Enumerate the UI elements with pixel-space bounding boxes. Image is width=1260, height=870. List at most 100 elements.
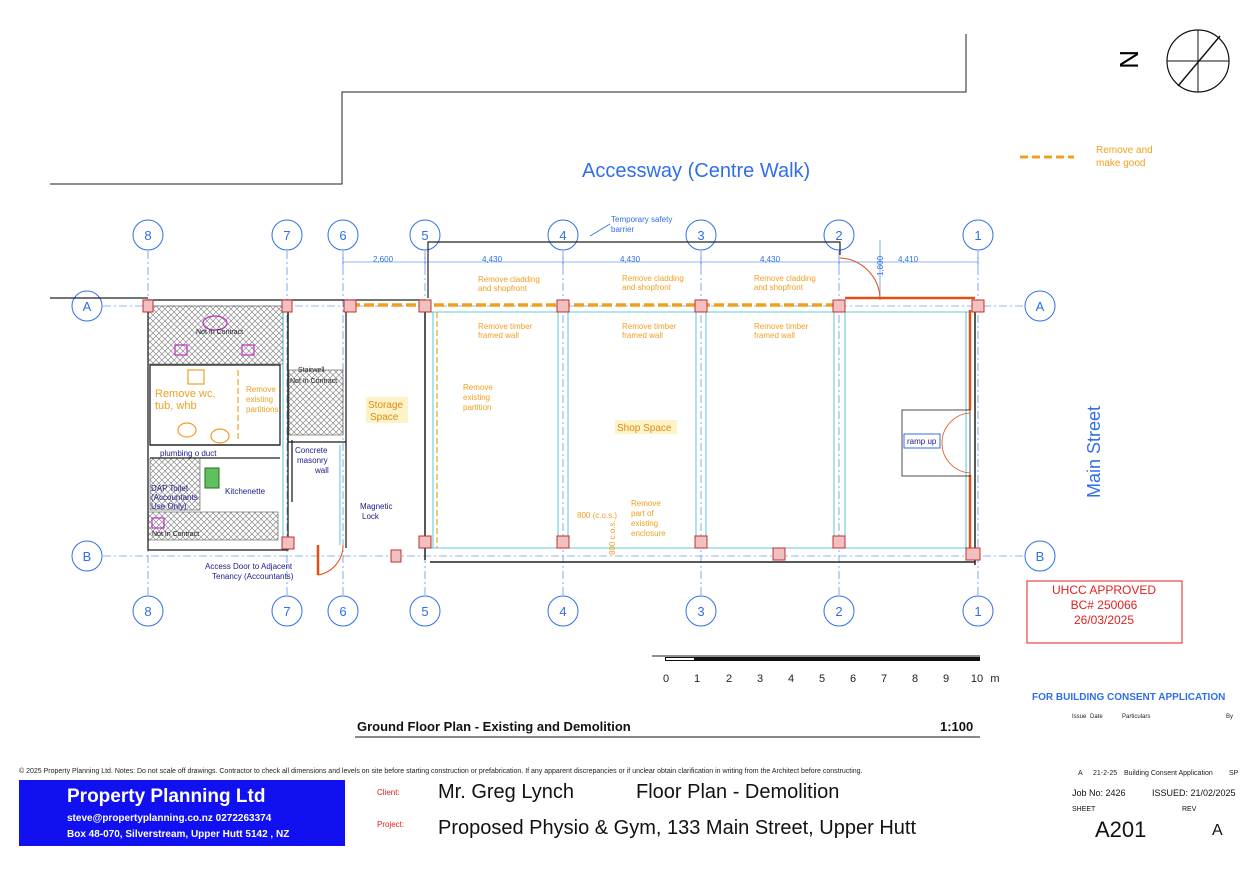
fixtures-demolish: [177, 312, 438, 548]
drawing-annotation: and shopfront: [478, 284, 528, 293]
drawing-annotation: Stairwell: [298, 367, 325, 374]
drawing-annotation: barrier: [611, 225, 634, 234]
drawing-annotation: Tenancy (Accountants): [212, 572, 294, 581]
grid-bubbles-bottom: 8 7 6 5 4 3 2 1: [132, 595, 994, 627]
grid-label-5-top: 5: [421, 228, 428, 243]
company-name: Property Planning Ltd: [67, 786, 266, 807]
drawing-annotation: Remove cladding: [622, 274, 684, 283]
drawing-title: Ground Floor Plan - Existing and Demolit…: [357, 719, 631, 734]
drawing-annotation: Issue: [1072, 714, 1087, 720]
drawing-annotation: 3: [757, 673, 763, 685]
rev-label: REV: [1182, 806, 1197, 813]
grid-label-6-top: 6: [339, 228, 346, 243]
grid-bubbles-rows: A A B B: [71, 290, 1056, 572]
storage-label-2: Space: [370, 412, 399, 423]
drawing-annotation: plumbing o duct: [160, 449, 217, 458]
sheet-label: SHEET: [1072, 806, 1096, 813]
drawing-annotation: 800 c.o.s.: [608, 520, 617, 555]
walls-left: [50, 297, 425, 551]
dim-4410: 4,410: [898, 255, 919, 264]
columns: [142, 299, 985, 563]
north-arrow: N: [1114, 29, 1230, 93]
drawing-annotation: partition: [463, 403, 491, 412]
drawing-annotation: Kitchenette: [225, 487, 266, 496]
drawing-annotation: Remove: [631, 499, 661, 508]
company-contact: steve@propertyplanning.co.nz 0272263374: [67, 813, 272, 824]
drawing-annotation: Remove: [246, 385, 276, 394]
issued-date: ISSUED: 21/02/2025: [1152, 788, 1236, 798]
drawing-annotation: Particulars: [1122, 714, 1150, 720]
grid-label-1-bottom: 1: [974, 604, 981, 619]
storage-label-1: Storage: [368, 400, 403, 411]
drawing-annotation: Remove and: [1096, 145, 1153, 156]
kitchenette-sink: [204, 467, 220, 489]
drawing-annotation: 9: [943, 673, 949, 685]
drawing-annotation: A: [1078, 770, 1083, 777]
drawing-annotation: 2: [726, 673, 732, 685]
drawing-annotation: wall: [314, 466, 329, 475]
company-address: Box 48-070, Silverstream, Upper Hutt 514…: [67, 829, 290, 840]
drawing-annotation: UHCC APPROVED: [1052, 583, 1156, 597]
door-swing-left: [317, 544, 344, 576]
copyright-notes: © 2025 Property Planning Ltd. Notes: Do …: [19, 768, 863, 775]
dim-4430-c: 4,430: [760, 255, 781, 264]
drawing-annotation: 4: [788, 673, 794, 685]
drawing-annotation: Remove timber: [478, 322, 533, 331]
grid-label-4-top: 4: [559, 228, 566, 243]
site-boundary: [50, 34, 967, 185]
drawing-annotation: BC# 250066: [1071, 598, 1138, 612]
north-label: N: [1114, 50, 1144, 69]
drawing-annotation: Remove: [463, 383, 493, 392]
drawing-annotation: existing: [463, 393, 490, 402]
grid-label-8-bottom: 8: [144, 604, 151, 619]
drawing-annotation: make good: [1096, 158, 1145, 169]
ramp-label: ramp up: [907, 437, 937, 446]
drawing-annotation: Access Door to Adjacent: [205, 562, 293, 571]
drawing-annotation: 21-2-25: [1093, 770, 1117, 777]
drawing-annotation: masonry: [297, 456, 328, 465]
issue-table-row: A 21-2-25 Building Consent Application S…: [1078, 770, 1239, 777]
drawing-annotation: Remove timber: [754, 322, 809, 331]
drawing-annotation: Date: [1090, 714, 1103, 720]
grid-label-5-bottom: 5: [421, 604, 428, 619]
accessway-label: Accessway (Centre Walk): [582, 160, 810, 182]
walls-shop: [424, 300, 976, 565]
dim-4430-a: 4,430: [482, 255, 503, 264]
drawing-annotation: 800 (c.o.s.): [577, 511, 617, 520]
drawing-annotation: 7: [881, 673, 887, 685]
drawing-annotation: Remove timber: [622, 322, 677, 331]
fixtures: [151, 315, 255, 529]
remove-wc-label-1: Remove wc,: [155, 388, 216, 400]
door-swing-top: [839, 257, 881, 299]
uhcc-approved-stamp: UHCC APPROVED BC# 250066 26/03/2025: [1026, 580, 1183, 644]
room-notes: Not In Contract Not In Contract Stairwel…: [152, 329, 337, 538]
grid-label-7-top: 7: [283, 228, 290, 243]
client-label: Client:: [377, 788, 400, 797]
grid-label-7-bottom: 7: [283, 604, 290, 619]
drawing-annotation: SP: [1229, 770, 1239, 777]
ramp-label-box: [903, 433, 941, 449]
drawing-annotation: and shopfront: [754, 283, 804, 292]
project-label: Project:: [377, 820, 405, 829]
drawing-annotation: 8: [912, 673, 918, 685]
grid-label-1-top: 1: [974, 228, 981, 243]
grid-label-3-bottom: 3: [697, 604, 704, 619]
grid-label-8-top: 8: [144, 228, 151, 243]
job-number: Job No: 2426: [1072, 788, 1126, 798]
grid-label-2-top: 2: [835, 228, 842, 243]
grid-label-b-left: B: [83, 549, 92, 564]
drawing-annotation: By: [1226, 714, 1233, 720]
drawing-annotation: Temporary safety: [611, 215, 672, 224]
grid-label-b-right: B: [1036, 549, 1045, 564]
drawing-annotation: 0: [663, 673, 669, 685]
grid-bubbles-top: 8 7 6 5 4 3 2 1: [132, 219, 994, 251]
drawing-annotation: Not In Contract: [152, 531, 199, 538]
dimension-line-top: [342, 240, 979, 300]
drawing-annotation: Remove cladding: [478, 275, 540, 284]
drawing-annotation: DAP Toilet: [151, 484, 189, 493]
company-box: Property Planning Ltd steve@propertyplan…: [19, 780, 345, 846]
grid-label-6-bottom: 6: [339, 604, 346, 619]
drawing-annotation: existing: [631, 519, 658, 528]
consent-heading: FOR BUILDING CONSENT APPLICATION: [1032, 692, 1225, 703]
